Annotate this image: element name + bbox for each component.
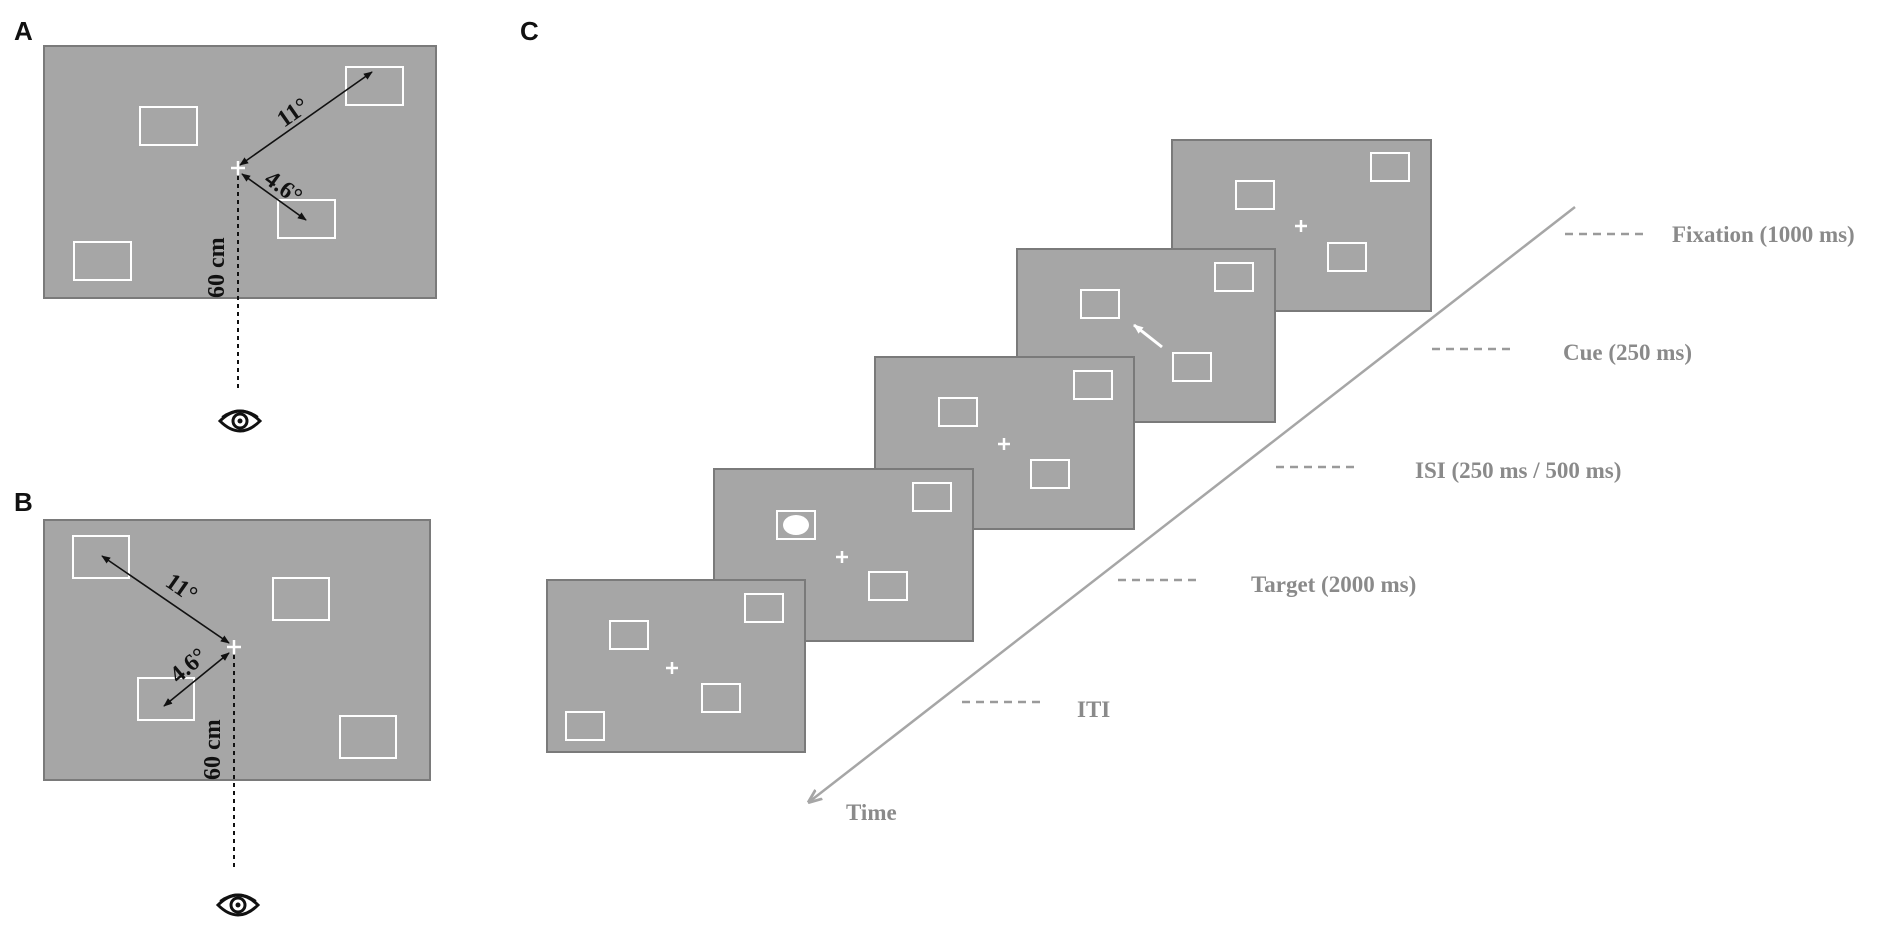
angle-near-arrow xyxy=(241,173,307,221)
placeholder-box xyxy=(272,577,330,621)
panel-b-screen xyxy=(43,519,431,781)
panel-b-letter: B xyxy=(14,487,33,517)
arrow-cue-icon xyxy=(1133,323,1163,349)
phase-label-iti: ITI xyxy=(1077,697,1110,722)
fixation-cross-icon xyxy=(231,161,245,175)
placeholder-box xyxy=(1030,459,1070,489)
placeholder-box xyxy=(565,711,605,741)
fixation-cross-icon xyxy=(998,438,1010,450)
placeholder-box xyxy=(73,241,132,281)
fixation-cross-icon xyxy=(227,640,241,654)
fixation-cross-icon xyxy=(836,551,848,563)
panel-b: B 11° 4.6° 60 cm xyxy=(14,487,431,917)
placeholder-box xyxy=(1172,352,1212,382)
placeholder-box xyxy=(1214,262,1254,292)
panel-a: A 11° 4.6° 60 cm xyxy=(14,16,437,433)
placeholder-box xyxy=(1370,152,1410,182)
phase-label-isi: ISI (250 ms / 500 ms) xyxy=(1415,458,1621,483)
placeholder-box xyxy=(339,715,397,759)
placeholder-box xyxy=(912,482,952,512)
placeholder-box xyxy=(1235,180,1275,210)
phase-label-cue: Cue (250 ms) xyxy=(1563,340,1692,365)
distance-label: 60 cm xyxy=(200,719,226,780)
panel-a-letter: A xyxy=(14,16,33,46)
panel-c-letter: C xyxy=(520,16,539,46)
placeholder-box xyxy=(701,683,741,713)
placeholder-box xyxy=(1327,242,1367,272)
placeholder-box xyxy=(776,510,816,540)
placeholder-box xyxy=(609,620,649,650)
time-label: Time xyxy=(846,800,897,825)
panel-a-screen xyxy=(43,45,437,299)
angle-near-arrow xyxy=(163,652,230,707)
angle-far-arrow xyxy=(101,555,230,644)
eye-icon xyxy=(215,893,261,917)
placeholder-box xyxy=(1080,289,1120,319)
placeholder-box xyxy=(938,397,978,427)
placeholder-box xyxy=(139,106,198,146)
angle-far-arrow xyxy=(239,71,373,166)
target-dot-icon xyxy=(783,515,809,535)
fixation-cross-icon xyxy=(1295,220,1307,232)
fixation-cross-icon xyxy=(666,662,678,674)
placeholder-box xyxy=(744,593,784,623)
distance-label: 60 cm xyxy=(204,237,230,298)
time-axis xyxy=(809,206,1576,802)
screen-iti xyxy=(546,579,806,753)
placeholder-box xyxy=(868,571,908,601)
panel-c: C xyxy=(520,16,1855,825)
placeholder-box xyxy=(1073,370,1113,400)
phase-label-target: Target (2000 ms) xyxy=(1251,572,1416,597)
eye-icon xyxy=(217,409,263,433)
phase-label-fixation: Fixation (1000 ms) xyxy=(1672,222,1855,247)
